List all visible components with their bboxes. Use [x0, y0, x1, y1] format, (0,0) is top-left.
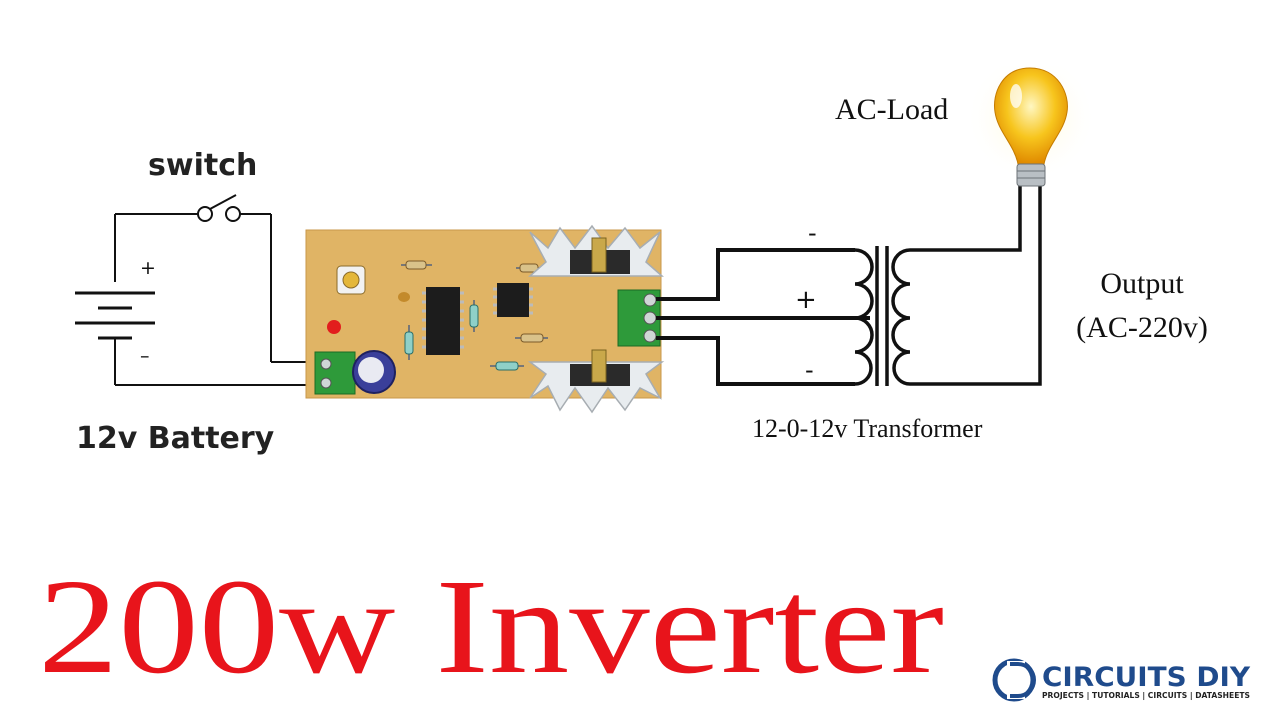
- circuits-diy-logo: CIRCUITS DIY PROJECTS | TUTORIALS | CIRC…: [992, 658, 1250, 702]
- resistor: [404, 325, 414, 360]
- output-label-line1: Output: [1100, 267, 1184, 300]
- output-terminal-block: [617, 289, 661, 347]
- ic-chip-8pin: [493, 283, 533, 317]
- heatsink-bottom: [527, 349, 665, 414]
- transformer-label: 12-0-12v Transformer: [752, 414, 983, 443]
- inverter-pcb: [305, 224, 665, 414]
- primary-wires: [656, 248, 870, 386]
- battery-label: 12v Battery: [76, 421, 275, 456]
- ac-load-label: AC-Load: [835, 93, 948, 126]
- switch-label: switch: [148, 148, 257, 183]
- page-title: 200w Inverter: [38, 552, 944, 702]
- coil-bottom-minus-label: -: [805, 356, 814, 384]
- coil-top-minus-label: -: [808, 219, 817, 247]
- battery-symbol: [75, 214, 155, 385]
- ic-chip-16pin: [422, 287, 464, 355]
- battery-plus-label: +: [140, 257, 156, 279]
- resistor: [469, 300, 479, 332]
- output-label-line2: (AC-220v): [1076, 311, 1208, 344]
- resistor: [401, 260, 432, 270]
- lightbulb-icon: [966, 66, 1096, 194]
- switch-symbol: [115, 194, 318, 363]
- input-terminal-block: [314, 351, 356, 395]
- indicator-led: [327, 320, 341, 334]
- coil-center-plus-label: +: [795, 285, 817, 315]
- resistor: [516, 263, 542, 273]
- heatsink-top: [528, 224, 664, 277]
- logo-tagline: PROJECTS | TUTORIALS | CIRCUITS | DATASH…: [1042, 691, 1250, 701]
- resistor: [490, 361, 524, 371]
- resistor: [515, 333, 548, 343]
- logo-name: CIRCUITS DIY: [1042, 662, 1250, 693]
- battery-minus-label: –: [140, 345, 150, 367]
- transformer-symbol: [854, 185, 1042, 386]
